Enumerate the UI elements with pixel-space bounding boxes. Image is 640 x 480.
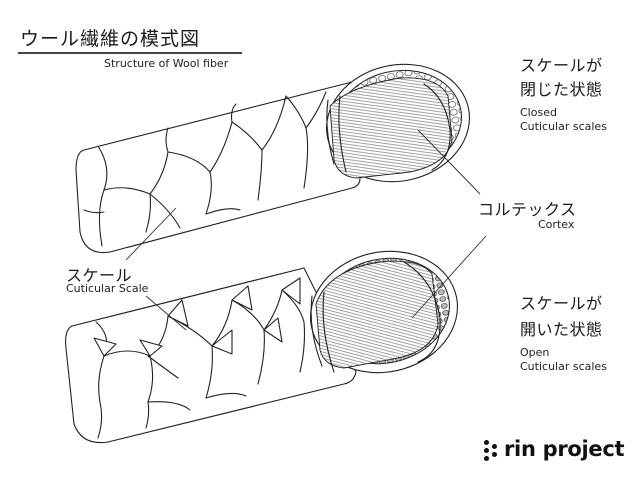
closed-label-jp-2: 閉じた状態	[520, 80, 603, 99]
open-fiber-body	[65, 267, 357, 444]
closed-fiber-body	[75, 81, 361, 254]
closed-label-jp-1: スケールが	[520, 56, 603, 75]
title-jp: ウール繊維の模式図	[20, 28, 201, 50]
scale-label-jp: スケール	[66, 266, 133, 285]
cortex-label-en: Cortex	[538, 218, 575, 231]
closed-fiber	[75, 63, 471, 254]
closed-fiber-scales	[83, 91, 327, 247]
brand-name: rin project	[504, 437, 625, 461]
brand-logo: rin project	[482, 436, 625, 462]
cortex-label-jp: コルテックス	[478, 200, 577, 219]
closed-fiber-cortex	[329, 77, 453, 179]
title-underline	[18, 52, 242, 54]
leader-lines	[125, 129, 487, 331]
open-fiber-scales	[93, 277, 306, 439]
cortex-leader-top	[417, 129, 481, 195]
cortex-leader-bottom	[411, 235, 487, 319]
closed-label-en-2: Cuticular scales	[520, 120, 607, 133]
open-label-jp-1: スケールが	[520, 294, 603, 313]
open-label-jp-2: 開いた状態	[520, 320, 603, 339]
scale-leader-bottom	[145, 295, 187, 331]
open-fiber	[65, 250, 459, 444]
brand-dots-icon	[482, 436, 500, 462]
open-label-en-2: Cuticular scales	[520, 360, 607, 373]
scale-leader-top	[125, 207, 177, 261]
title-en: Structure of Wool fiber	[104, 57, 229, 70]
open-label-en-1: Open	[520, 346, 550, 359]
scale-label-en: Cuticular Scale	[66, 282, 149, 295]
closed-label-en-1: Closed	[520, 106, 557, 119]
